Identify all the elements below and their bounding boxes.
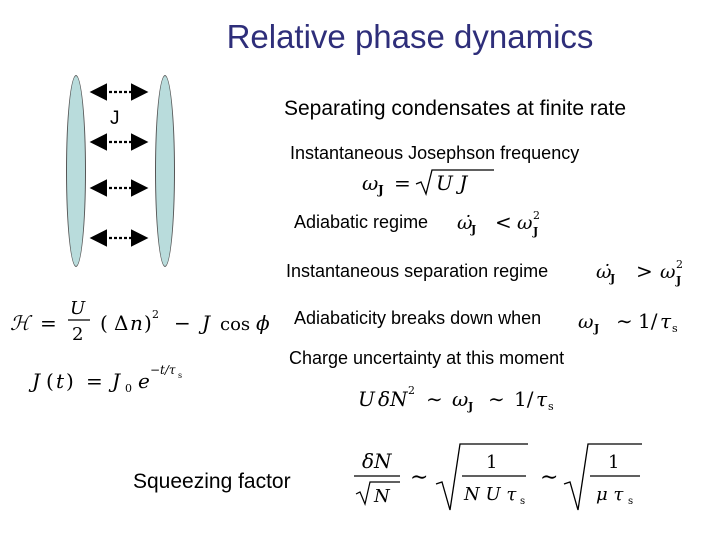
svg-text:=: = bbox=[394, 171, 411, 195]
svg-text:(: ( bbox=[46, 369, 54, 393]
label-separating: Separating condensates at finite rate bbox=[284, 97, 627, 120]
svg-text:ω: ω bbox=[362, 171, 378, 195]
svg-text:J: J bbox=[470, 223, 476, 236]
svg-text:J: J bbox=[675, 274, 681, 287]
svg-text:<: < bbox=[495, 210, 512, 234]
svg-text:τ: τ bbox=[660, 309, 672, 333]
adiabatic-condition-equation: ω̇ J < ω 2 J bbox=[457, 209, 540, 238]
svg-text:1: 1 bbox=[486, 452, 497, 473]
coupling-decay-equation: J ( t ) = J 0 e −t/τ s bbox=[28, 363, 182, 395]
svg-text:2: 2 bbox=[72, 324, 83, 345]
label-charge-uncertainty: Charge uncertainty at this moment bbox=[289, 348, 565, 368]
svg-text:∼: ∼ bbox=[410, 465, 428, 490]
squeezing-factor-equation: δN N ∼ 1 N U τ s ∼ 1 μ τ s bbox=[354, 443, 642, 511]
svg-text:ϕ: ϕ bbox=[256, 311, 270, 335]
svg-text:): ) bbox=[144, 311, 152, 335]
josephson-frequency-equation: ω J = U J bbox=[362, 169, 494, 197]
tunneling-arrows bbox=[89, 83, 149, 247]
svg-text:(: ( bbox=[100, 311, 108, 335]
charge-uncertainty-equation: U δN 2 ∼ ω J ∼ 1/ τ s bbox=[358, 384, 554, 413]
svg-text:∼: ∼ bbox=[616, 309, 633, 333]
svg-text:1/: 1/ bbox=[514, 387, 534, 411]
svg-text:s: s bbox=[548, 400, 554, 413]
svg-text:∼: ∼ bbox=[540, 465, 558, 490]
svg-text:δN: δN bbox=[362, 449, 393, 473]
svg-text:ω: ω bbox=[452, 387, 468, 411]
svg-text:0: 0 bbox=[125, 382, 132, 395]
svg-text:cos: cos bbox=[220, 314, 250, 335]
label-adiabatic-regime: Adiabatic regime bbox=[294, 212, 429, 232]
svg-text:J: J bbox=[467, 400, 473, 413]
svg-text:J: J bbox=[609, 272, 615, 285]
svg-text:e: e bbox=[138, 369, 150, 393]
svg-text:2: 2 bbox=[152, 308, 159, 321]
svg-text:ω̇: ω̇ bbox=[457, 212, 473, 234]
svg-text:2: 2 bbox=[676, 258, 683, 271]
left-condensate bbox=[66, 75, 86, 267]
slide-title: Relative phase dynamics bbox=[226, 18, 594, 55]
svg-text:ℋ: ℋ bbox=[10, 311, 33, 335]
svg-text:Δ: Δ bbox=[114, 311, 128, 335]
svg-text:n: n bbox=[130, 311, 143, 335]
label-squeezing-factor: Squeezing factor bbox=[133, 470, 291, 493]
svg-text:J: J bbox=[28, 369, 41, 393]
label-adiabaticity-breaks: Adiabaticity breaks down when bbox=[294, 308, 542, 328]
svg-text:N: N bbox=[373, 486, 391, 507]
svg-text:U: U bbox=[358, 387, 376, 411]
svg-text:U J: U J bbox=[436, 171, 468, 195]
svg-text:δN: δN bbox=[378, 387, 409, 411]
svg-text:−t/τ: −t/τ bbox=[150, 363, 176, 377]
svg-text:∼: ∼ bbox=[426, 387, 443, 411]
svg-text:s: s bbox=[628, 496, 633, 507]
breakdown-condition-equation: ω J ∼ 1/ τ s bbox=[578, 309, 678, 335]
coupling-label: J bbox=[110, 108, 120, 129]
svg-text:=: = bbox=[86, 369, 103, 393]
svg-text:J: J bbox=[108, 369, 121, 393]
svg-text:−: − bbox=[174, 311, 191, 335]
svg-text:ω: ω bbox=[660, 261, 676, 283]
svg-text:=: = bbox=[40, 311, 57, 335]
svg-text:J: J bbox=[198, 311, 211, 335]
svg-text:τ: τ bbox=[536, 387, 548, 411]
svg-text:t: t bbox=[56, 369, 65, 393]
svg-text:U: U bbox=[70, 298, 86, 319]
svg-text:s: s bbox=[520, 496, 525, 507]
svg-text:>: > bbox=[636, 259, 653, 283]
svg-text:1: 1 bbox=[608, 452, 619, 473]
svg-text:ω: ω bbox=[578, 311, 594, 333]
label-josephson-frequency: Instantaneous Josephson frequency bbox=[290, 143, 580, 163]
svg-text:ω: ω bbox=[517, 212, 533, 234]
svg-text:J: J bbox=[532, 225, 538, 238]
svg-text:1/: 1/ bbox=[638, 309, 658, 333]
svg-text:): ) bbox=[66, 369, 74, 393]
svg-text:N U τ: N U τ bbox=[463, 484, 517, 505]
label-separation-regime: Instantaneous separation regime bbox=[286, 261, 549, 281]
svg-text:s: s bbox=[178, 371, 182, 380]
svg-text:J: J bbox=[377, 183, 384, 197]
svg-text:2: 2 bbox=[533, 209, 540, 222]
separation-condition-equation: ω̇ J > ω 2 J bbox=[596, 258, 683, 287]
svg-text:J: J bbox=[593, 322, 599, 335]
svg-text:ω̇: ω̇ bbox=[596, 261, 612, 283]
right-condensate bbox=[155, 75, 175, 267]
hamiltonian-equation: ℋ = U 2 ( Δ n ) 2 − J cos ϕ bbox=[10, 298, 270, 345]
svg-text:∼: ∼ bbox=[488, 387, 505, 411]
svg-text:μ τ: μ τ bbox=[596, 484, 624, 505]
svg-text:s: s bbox=[672, 322, 678, 335]
svg-text:2: 2 bbox=[408, 384, 415, 397]
